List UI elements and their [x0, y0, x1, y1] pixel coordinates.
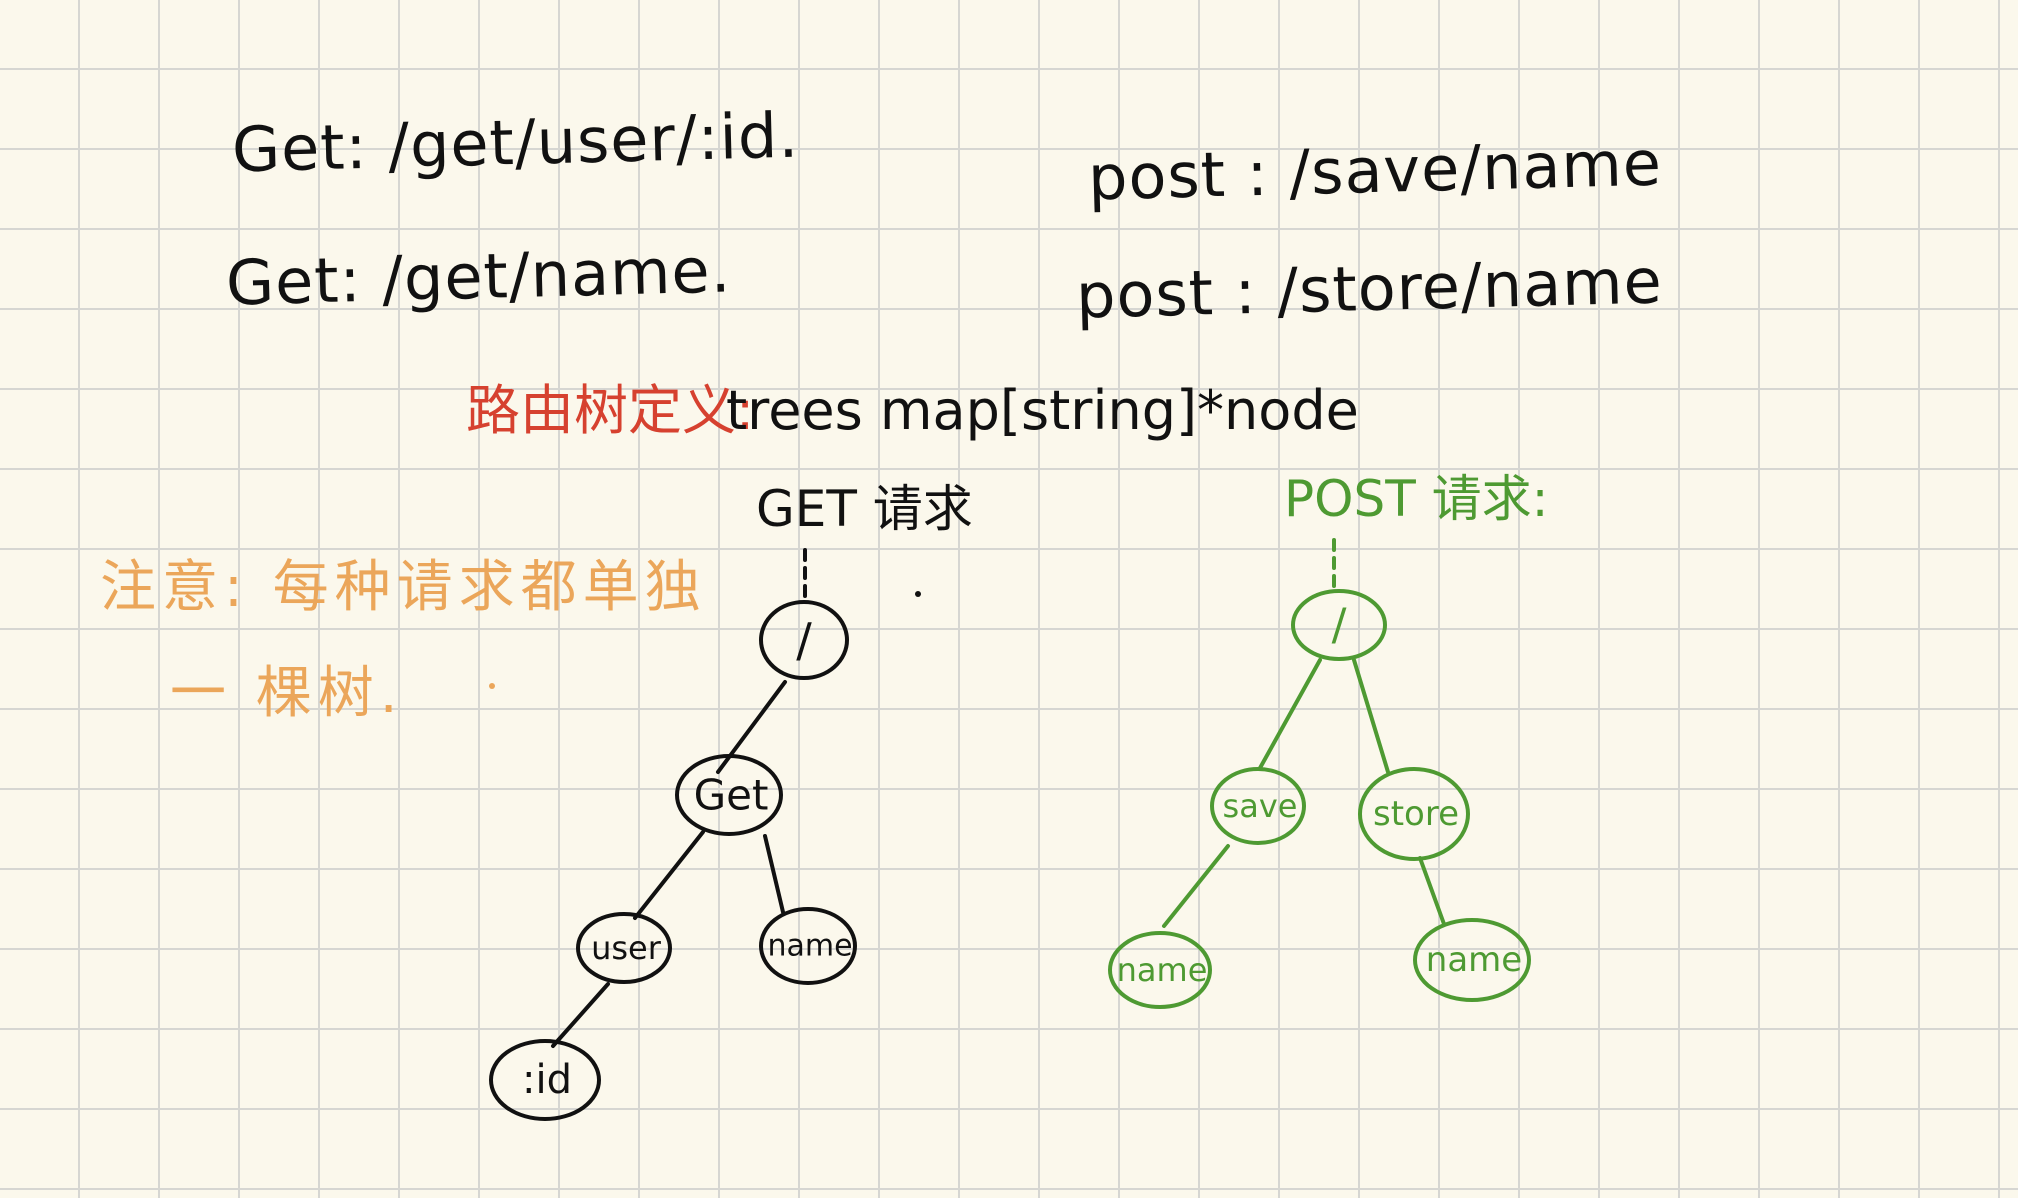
edge-get-user — [633, 830, 705, 920]
get-node-root-label: / — [796, 613, 812, 667]
stray-dot — [915, 591, 921, 597]
post-tree: / save store name name — [1108, 538, 1531, 1009]
get-node-root — [759, 600, 849, 680]
edge-save-name — [1162, 844, 1230, 928]
post-node-root — [1291, 589, 1387, 661]
post-node-save-label: save — [1223, 787, 1298, 825]
get-node-get — [675, 754, 783, 836]
post-node-save — [1210, 767, 1306, 845]
definition-code: trees map[string]*node — [726, 379, 1359, 442]
get-tree-header: GET 请求 — [756, 480, 973, 538]
edge-root-save — [1258, 658, 1322, 770]
get-node-name — [759, 907, 857, 985]
get-tree: / Get user name :id — [489, 548, 857, 1121]
post-node-store — [1358, 767, 1470, 861]
edge-root-store — [1352, 658, 1390, 774]
get-node-id-label: :id — [522, 1057, 572, 1103]
post-node-save-name — [1108, 931, 1212, 1009]
post-node-root-label: / — [1332, 600, 1347, 651]
note-line-1: 注意: 每种请求都单独 — [100, 555, 707, 620]
definition-label: 路由树定义: — [466, 379, 755, 442]
get-node-id — [489, 1039, 601, 1121]
post-node-store-name-label: name — [1426, 940, 1522, 980]
post-node-store-label: store — [1373, 794, 1459, 834]
post-node-save-name-label: name — [1117, 951, 1208, 989]
edge-store-name — [1418, 856, 1446, 926]
get-node-get-label: Get — [694, 771, 769, 820]
post-node-store-name — [1413, 918, 1531, 1002]
get-node-user — [576, 912, 672, 984]
get-node-name-label: name — [767, 929, 852, 964]
note-line-2: 一 棵树. — [170, 661, 404, 726]
post-tree-header: POST 请求: — [1284, 470, 1549, 528]
stray-dot — [489, 683, 495, 689]
get-node-user-label: user — [591, 929, 662, 967]
edge-user-id — [551, 982, 610, 1048]
edge-get-name — [763, 834, 785, 914]
